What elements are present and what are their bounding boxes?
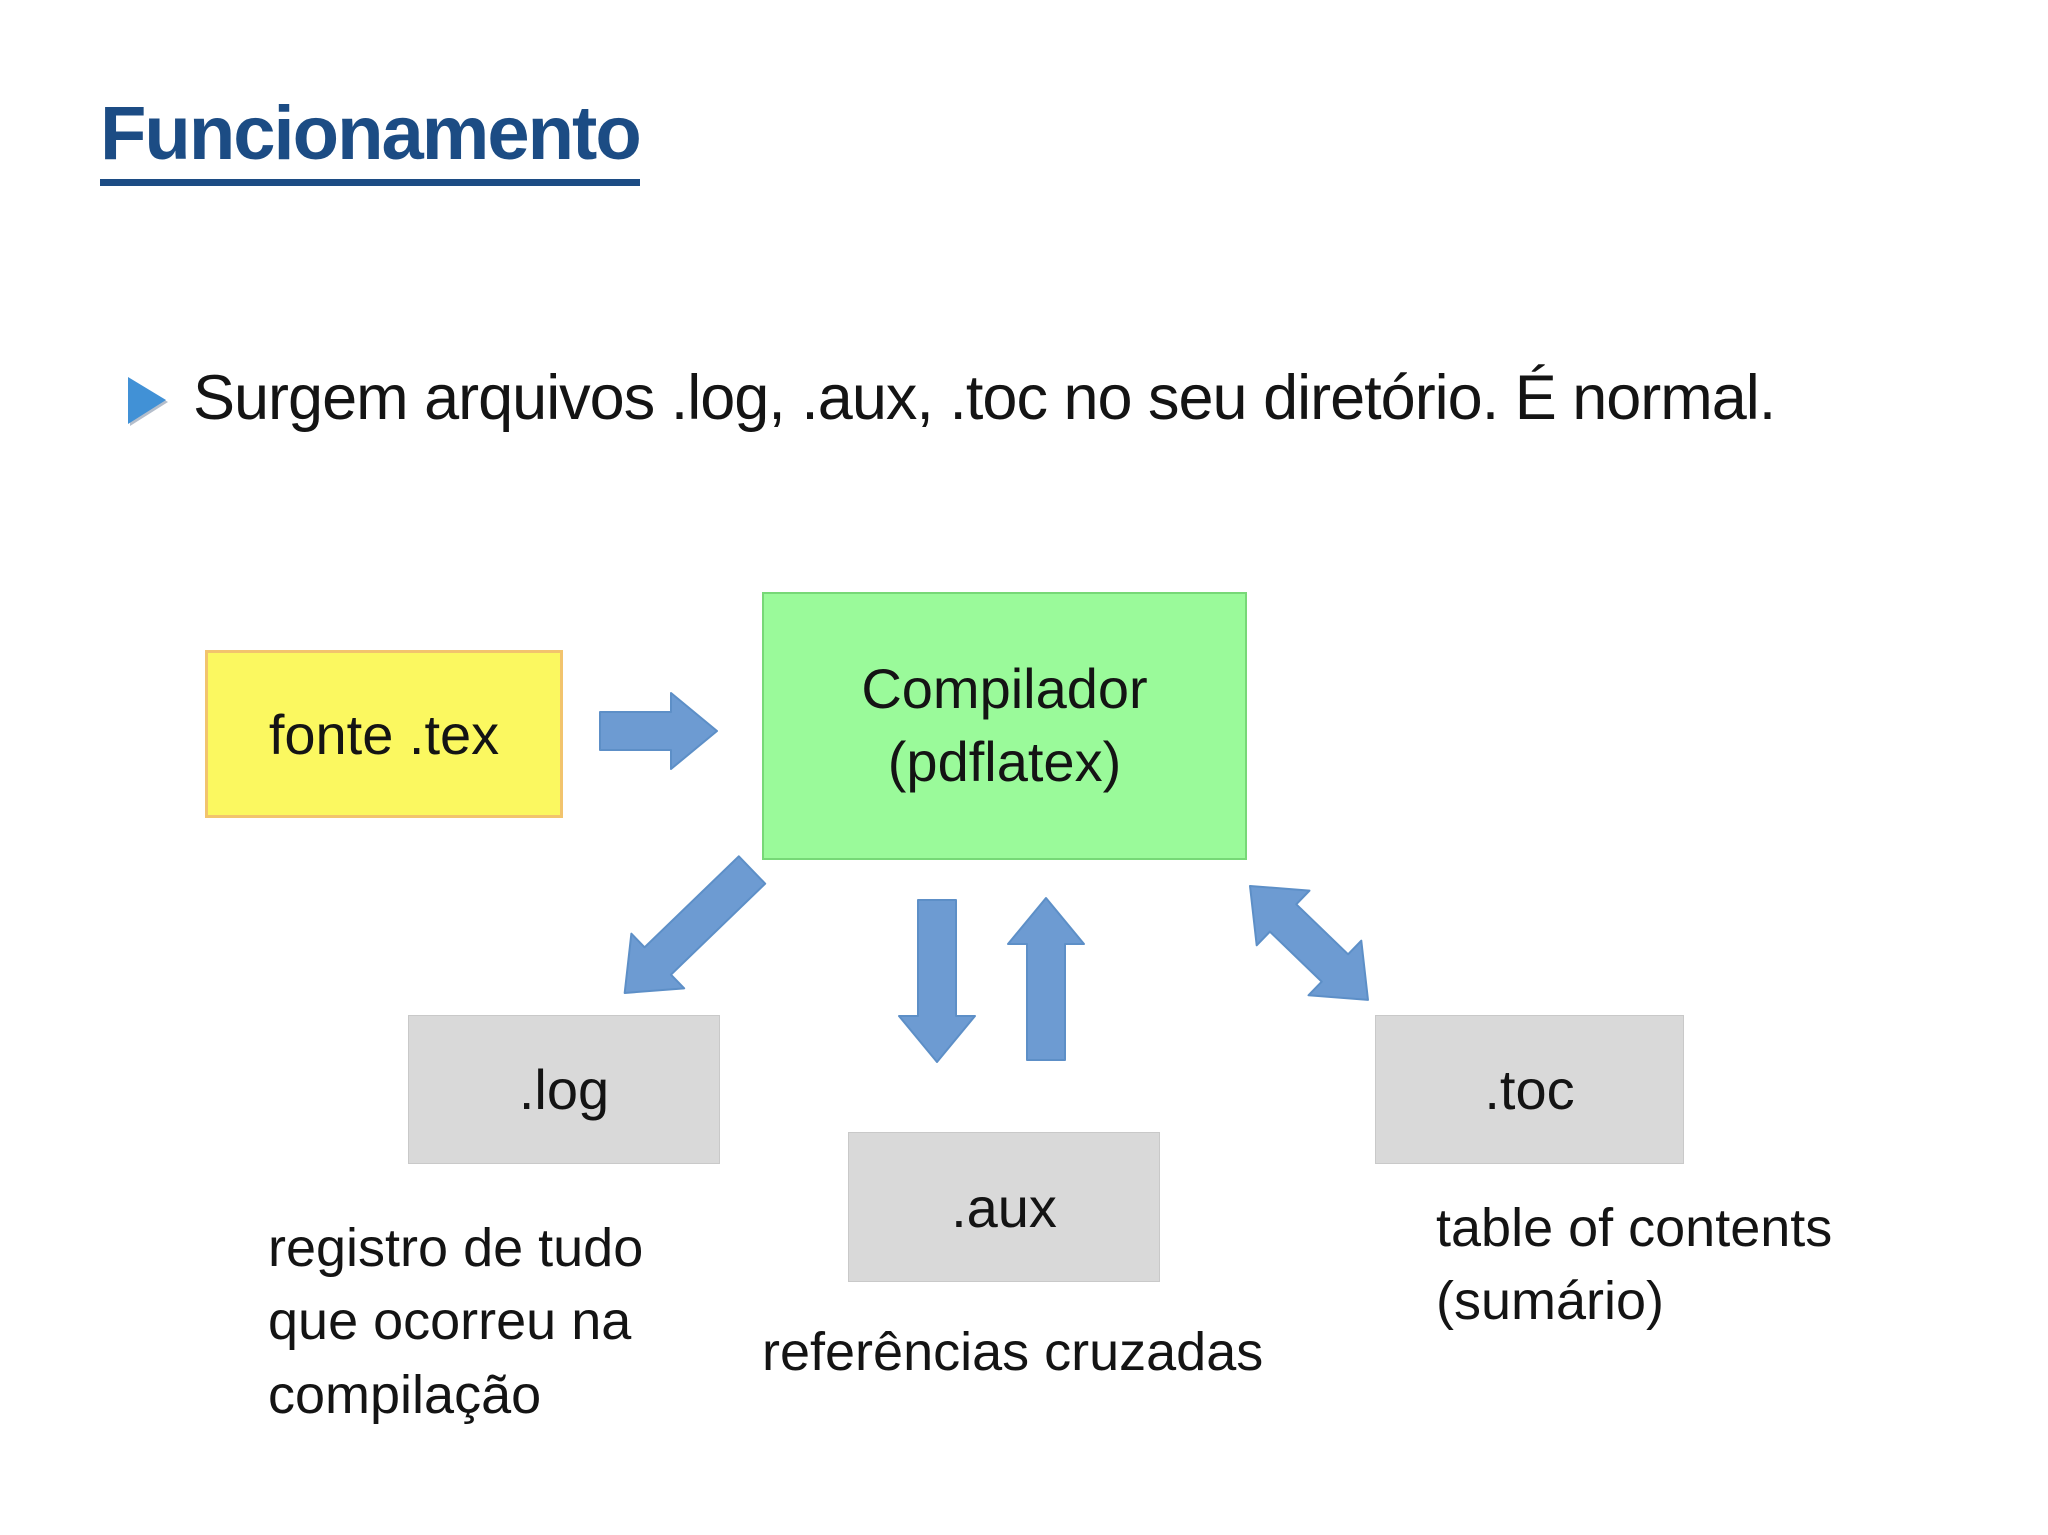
node-aux-label: .aux — [951, 1175, 1057, 1239]
arrow-fonte-to-compilador-icon — [599, 692, 718, 770]
caption-toc-line: (sumário) — [1436, 1271, 1665, 1332]
caption-toc-line: table of contents — [1436, 1198, 1833, 1258]
caption-log-line: compilação — [268, 1364, 542, 1425]
arrow-compilador-toc-bidirectional-icon — [1249, 885, 1369, 1001]
node-toc: .toc — [1375, 1015, 1684, 1164]
node-compilador-label: Compilador (pdflatex) — [861, 653, 1147, 799]
caption-log-line: que ocorreu na — [268, 1291, 632, 1352]
caption-aux: referências cruzadas — [762, 1316, 1263, 1389]
node-fonte-label: fonte .tex — [268, 702, 500, 766]
caption-log-line: registro de tudo — [268, 1218, 644, 1278]
node-log-label: .log — [518, 1058, 610, 1121]
arrow-aux-to-compilador-icon — [1007, 897, 1085, 1061]
bullet-triangle-icon — [128, 377, 166, 424]
caption-toc: table of contents (sumário) — [1436, 1192, 1832, 1339]
arrow-compilador-to-aux-icon — [898, 899, 976, 1063]
node-fonte-tex: fonte .tex — [205, 650, 563, 818]
node-compilador-line1: Compilador — [861, 657, 1148, 721]
caption-aux-line: referências cruzadas — [762, 1322, 1264, 1382]
node-compilador-line2: (pdflatex) — [887, 730, 1122, 793]
node-log: .log — [408, 1015, 720, 1164]
node-toc-label: .toc — [1484, 1058, 1575, 1121]
page-title: Funcionamento — [100, 92, 642, 186]
bullet-text: Surgem arquivos .log, .aux, .toc no seu … — [193, 363, 1776, 433]
node-aux: .aux — [848, 1132, 1160, 1282]
arrow-compilador-to-log-icon — [623, 855, 767, 994]
caption-log: registro de tudo que ocorreu na compilaç… — [268, 1212, 643, 1432]
node-compilador: Compilador (pdflatex) — [762, 592, 1247, 860]
